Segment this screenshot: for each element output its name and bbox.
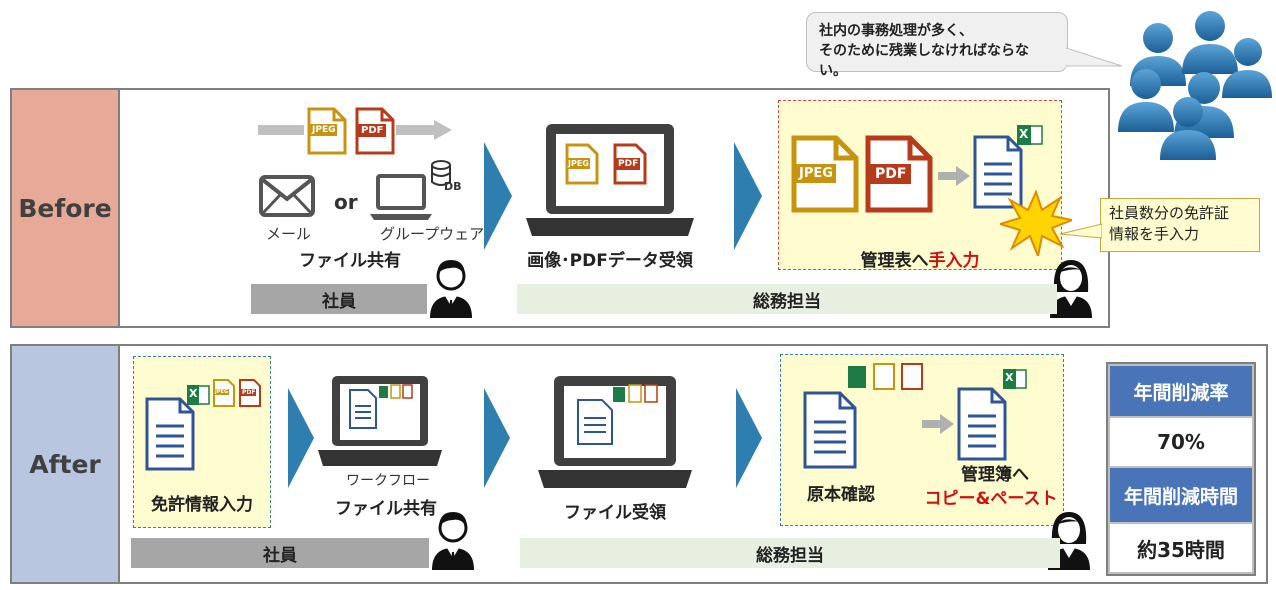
manage-caption-prefix: 管理表へ bbox=[860, 251, 929, 271]
laptop-groupware-icon bbox=[370, 174, 432, 220]
chevron-right-icon bbox=[734, 142, 762, 250]
groupware-label: グループウェア bbox=[380, 225, 485, 243]
original-document-icon bbox=[803, 391, 857, 469]
speech-bubble: 社内の事務処理が多く、 そのために残業しなければならない。 bbox=[806, 12, 1068, 79]
excel-icon: X bbox=[1016, 124, 1044, 146]
before-admin-bar: 総務担当 bbox=[517, 284, 1057, 314]
ledger-document-icon bbox=[957, 387, 1007, 461]
receive-document-icon bbox=[577, 399, 613, 445]
jpeg-file-icon: JPEG bbox=[306, 106, 348, 156]
small-arrow-right-icon bbox=[922, 414, 954, 434]
file-receive-caption: ファイル受領 bbox=[564, 503, 666, 523]
manage-caption: 管理表へ手入力 bbox=[820, 246, 1020, 271]
ledger-caption: 管理簿へ bbox=[961, 465, 1029, 485]
callout-line-1: 社員数分の免許証 bbox=[1109, 204, 1230, 222]
before-label: Before bbox=[12, 90, 120, 326]
license-excel-icon: X bbox=[186, 384, 210, 406]
receive-jpeg-label: JPEG bbox=[567, 158, 590, 169]
chevron-right-icon bbox=[736, 388, 762, 488]
manage-pdf-icon: PDF bbox=[864, 134, 934, 214]
before-employee-bar: 社員 bbox=[251, 284, 427, 314]
small-arrow-right-icon bbox=[938, 166, 970, 186]
mail-label: メール bbox=[266, 225, 312, 243]
license-jpeg-icon: JPEG bbox=[212, 378, 236, 408]
pdf-label: PDF bbox=[358, 124, 387, 137]
workflow-label: ワークフロー bbox=[346, 473, 430, 489]
after-employee-bar: 社員 bbox=[131, 538, 429, 568]
document-icon bbox=[973, 135, 1023, 209]
manage-jpeg-label: JPEG bbox=[796, 164, 836, 183]
excel-label: X bbox=[1019, 127, 1029, 141]
manual-entry-callout: 社員数分の免許証 情報を手入力 bbox=[1100, 198, 1260, 252]
original-check-caption: 原本確認 bbox=[807, 485, 875, 505]
male-employee-avatar bbox=[432, 512, 474, 570]
receive-mini-files-icon bbox=[613, 384, 658, 403]
transfer-arrow bbox=[258, 120, 452, 140]
receive-pdf-label: PDF bbox=[616, 158, 641, 170]
ledger-excel-icon: X bbox=[1002, 368, 1028, 390]
female-admin-avatar bbox=[1050, 260, 1092, 318]
jpeg-label: JPEG bbox=[310, 124, 338, 136]
license-pdf-icon: PDF bbox=[238, 378, 262, 408]
receive-jpeg-icon: JPEG bbox=[564, 142, 600, 186]
db-label: DB bbox=[444, 180, 462, 193]
receive-pdf-icon: PDF bbox=[612, 142, 648, 186]
manage-jpeg-icon: JPEG bbox=[790, 134, 860, 214]
annual-reduction-hours-value: 約35時間 bbox=[1110, 524, 1252, 572]
speech-bubble-line-1: 社内の事務処理が多く、 bbox=[819, 23, 973, 39]
employees-group-icon bbox=[1118, 11, 1272, 160]
manage-caption-highlight: 手入力 bbox=[928, 251, 980, 271]
male-employee-avatar bbox=[430, 260, 472, 318]
female-admin-avatar bbox=[1048, 512, 1090, 570]
after-file-share-caption: ファイル共有 bbox=[335, 499, 437, 519]
chevron-right-icon bbox=[484, 142, 512, 250]
receive-caption: 画像･PDFデータ受領 bbox=[527, 251, 693, 271]
or-label: or bbox=[334, 190, 358, 214]
license-excel-label: X bbox=[189, 387, 198, 400]
license-document-icon bbox=[145, 397, 195, 471]
burst-icon bbox=[1000, 190, 1072, 256]
license-pdf-label: PDF bbox=[241, 389, 257, 396]
workflow-document-icon bbox=[349, 389, 377, 429]
database-icon bbox=[431, 160, 451, 186]
manage-pdf-label: PDF bbox=[870, 164, 912, 184]
speech-bubble-line-2: そのために残業しなければならない。 bbox=[819, 43, 1029, 79]
chevron-right-icon bbox=[288, 388, 314, 488]
callout-pointer bbox=[1060, 223, 1102, 239]
annual-reduction-hours-header: 年間削減時間 bbox=[1110, 468, 1252, 522]
workflow-mini-files-icon bbox=[379, 384, 413, 399]
after-label: After bbox=[12, 346, 120, 582]
license-jpeg-label: JPEG bbox=[214, 389, 230, 395]
annual-reduction-rate-value: 70% bbox=[1110, 418, 1252, 466]
callout-line-2: 情報を手入力 bbox=[1109, 225, 1200, 243]
laptop-receive-icon bbox=[526, 124, 694, 236]
annual-reduction-rate-header: 年間削減率 bbox=[1110, 366, 1252, 416]
before-file-share-caption: ファイル共有 bbox=[299, 251, 401, 271]
chevron-right-icon bbox=[484, 388, 510, 488]
pdf-file-icon: PDF bbox=[354, 106, 396, 156]
mail-icon bbox=[259, 175, 315, 217]
copy-mini-files-icon bbox=[848, 363, 923, 390]
copy-paste-caption: コピー&ペースト bbox=[924, 489, 1058, 509]
speech-bubble-tail bbox=[1066, 47, 1123, 67]
ledger-excel-label: X bbox=[1005, 371, 1014, 384]
license-caption: 免許情報入力 bbox=[151, 495, 253, 515]
after-admin-bar: 総務担当 bbox=[520, 538, 1060, 568]
